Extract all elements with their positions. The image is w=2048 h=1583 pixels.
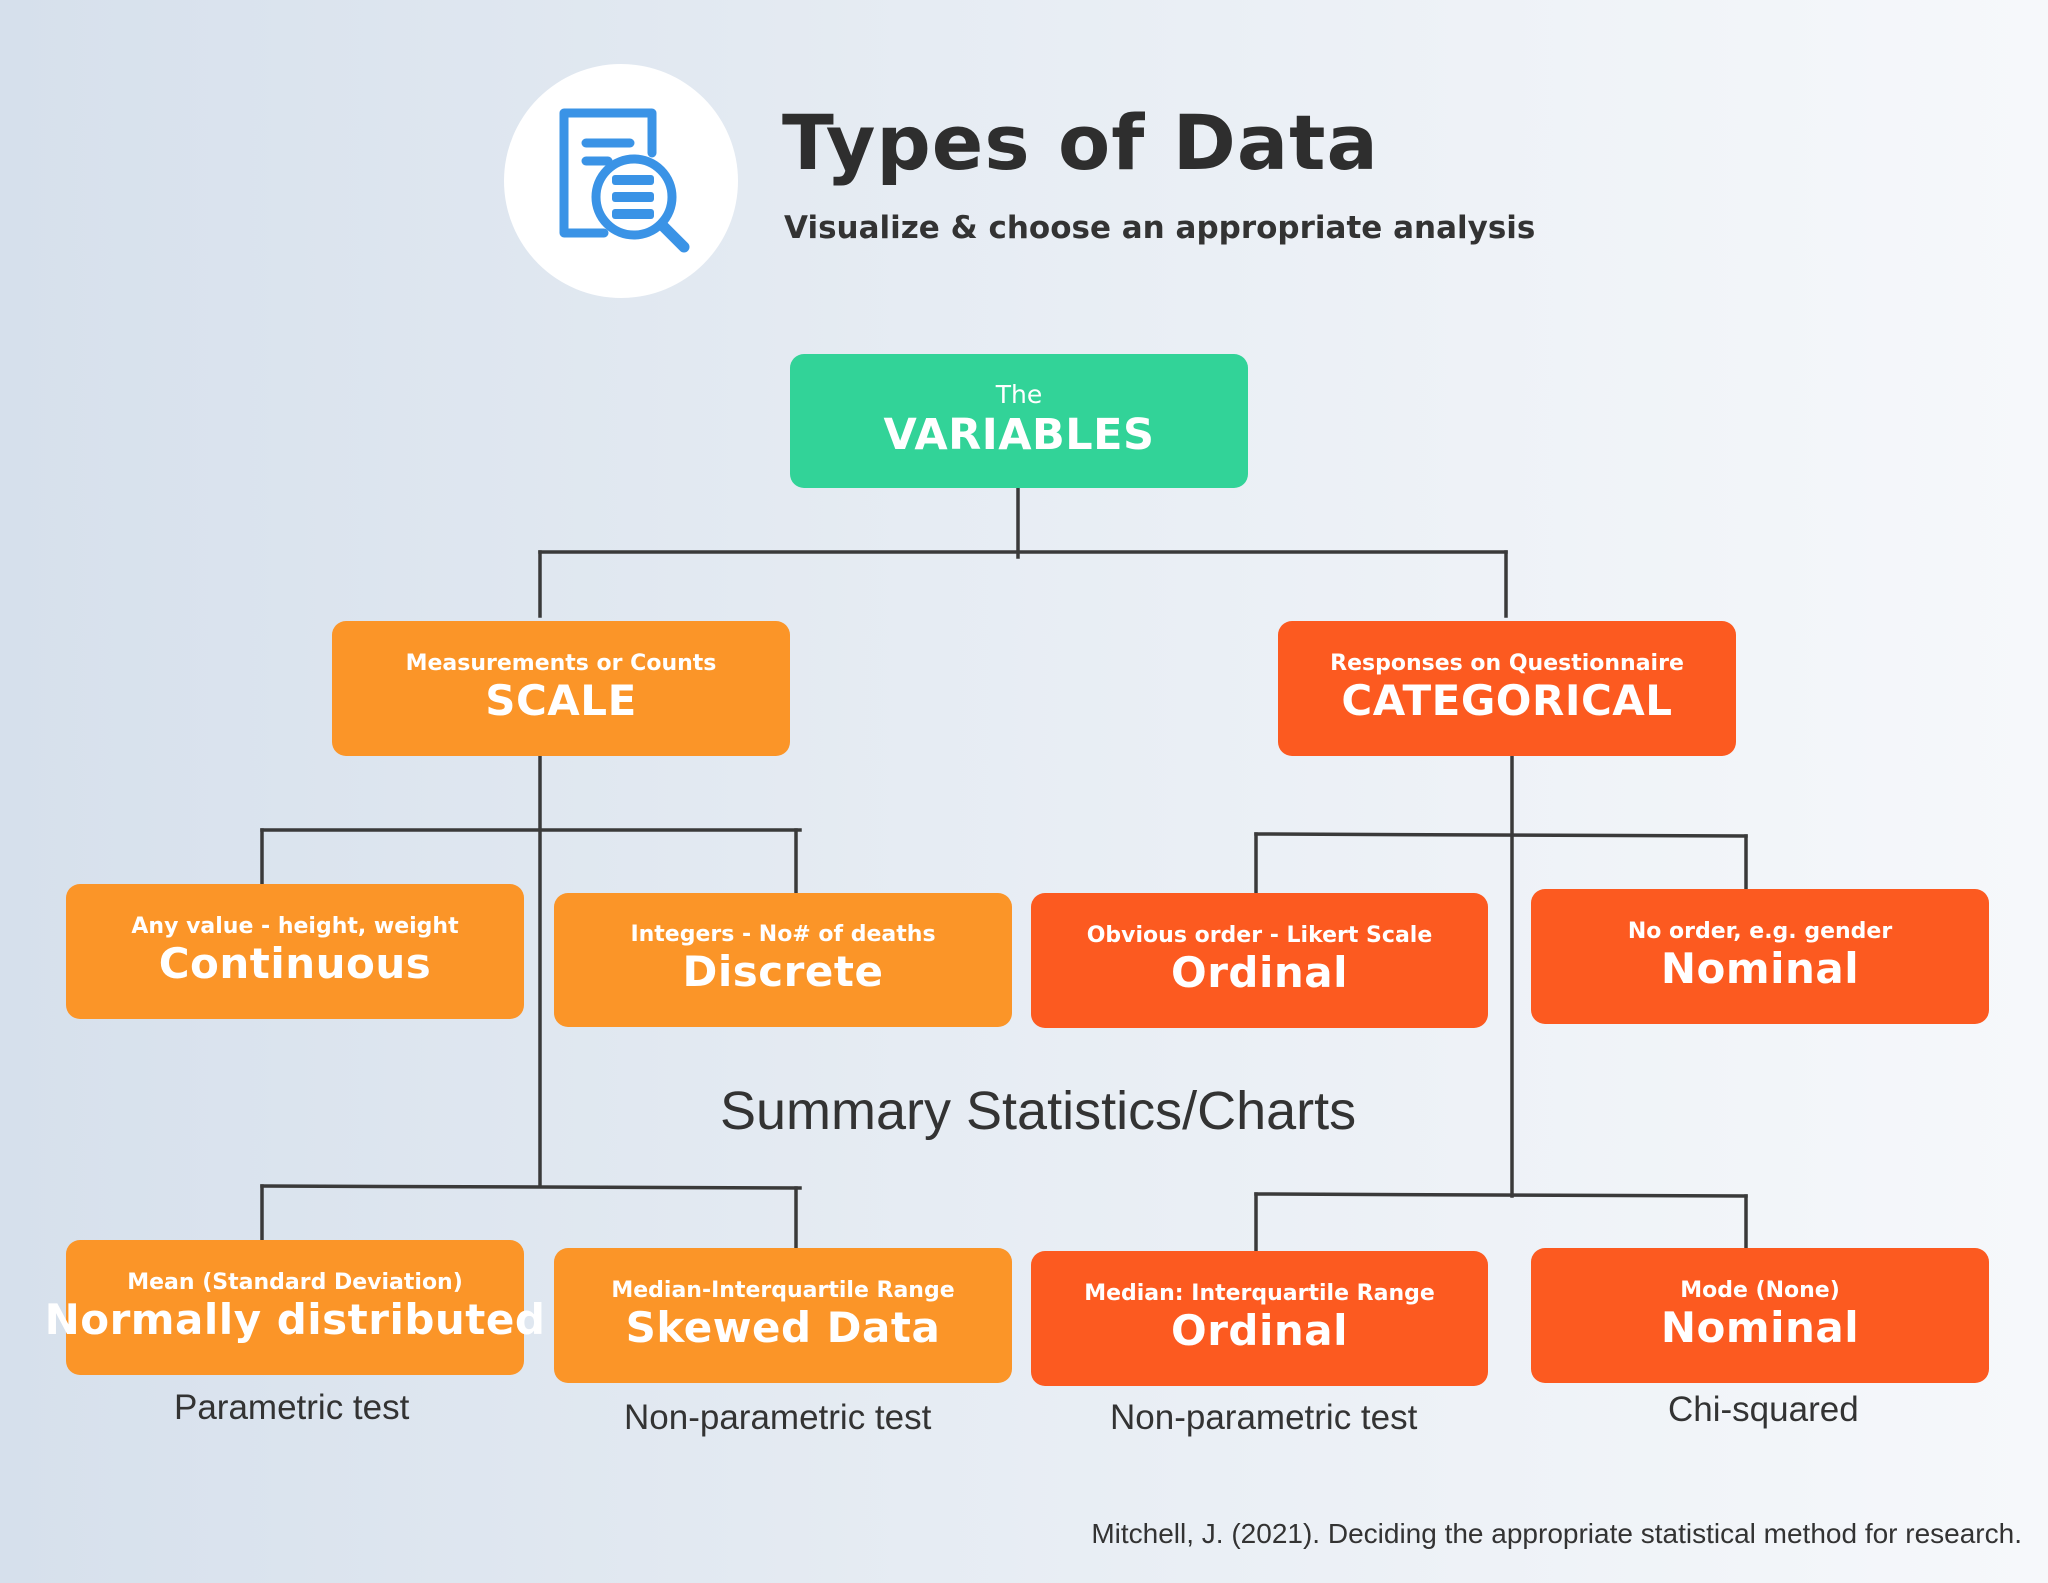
normally-distributed-label: Normally distributed [44,1294,546,1344]
nominal-stats-node: Mode (None) Nominal [1531,1248,1989,1383]
categorical-bar [1254,832,1748,838]
summary-statistics-heading: Summary Statistics/Charts [720,1081,1357,1141]
categorical-description: Responses on Questionnaire [1330,650,1684,676]
scale-node: Measurements or Counts SCALE [332,621,790,756]
normally-distributed-node: Mean (Standard Deviation) Normally distr… [45,1240,545,1375]
discrete-description: Integers - No# of deaths [630,922,936,948]
categorical-stats-bar [1254,1192,1748,1198]
normally-distributed-description: Mean (Standard Deviation) [127,1269,463,1295]
skewed-data-label: Skewed Data [625,1302,941,1352]
ordinal-stats-node: Median: Interquartile Range Ordinal [1031,1251,1488,1386]
page-title: Types of Data [782,98,1379,187]
variables-node: The VARIABLES [790,354,1248,488]
categorical-label: CATEGORICAL [1341,675,1673,725]
continuous-label: Continuous [158,938,432,988]
logo [504,64,738,298]
ordinal-stats-label: Ordinal [1170,1305,1349,1355]
nominal-node: No order, e.g. gender Nominal [1531,889,1989,1024]
scale-stats-bar [260,1184,802,1190]
non-parametric-test-label-scale: Non-parametric test [624,1398,932,1437]
discrete-node: Integers - No# of deaths Discrete [554,893,1012,1027]
scale-label: SCALE [485,675,637,725]
categorical-node: Responses on Questionnaire CATEGORICAL [1278,621,1736,756]
nominal-label: Nominal [1660,943,1860,993]
skewed-data-node: Median-Interquartile Range Skewed Data [554,1248,1012,1383]
non-parametric-test-label-categorical: Non-parametric test [1110,1398,1418,1437]
skewed-data-description: Median-Interquartile Range [611,1277,955,1303]
ordinal-node: Obvious order - Likert Scale Ordinal [1031,893,1488,1028]
ordinal-description: Obvious order - Likert Scale [1086,922,1433,948]
variables-prefix: The [995,379,1043,409]
continuous-node: Any value - height, weight Continuous [66,884,524,1019]
parametric-test-label: Parametric test [174,1388,410,1427]
page-subtitle: Visualize & choose an appropriate analys… [784,210,1536,246]
ordinal-stats-description: Median: Interquartile Range [1084,1280,1435,1306]
nominal-description: No order, e.g. gender [1627,918,1893,944]
chi-squared-label: Chi-squared [1668,1390,1859,1429]
citation: Mitchell, J. (2021). Deciding the approp… [1091,1518,2022,1549]
ordinal-label: Ordinal [1170,947,1349,997]
nominal-stats-description: Mode (None) [1680,1277,1840,1303]
variables-label: VARIABLES [883,409,1155,460]
discrete-label: Discrete [682,947,884,997]
nominal-stats-label: Nominal [1660,1302,1860,1352]
document-search-icon [559,108,690,253]
scale-description: Measurements or Counts [405,650,717,676]
continuous-description: Any value - height, weight [131,913,459,939]
